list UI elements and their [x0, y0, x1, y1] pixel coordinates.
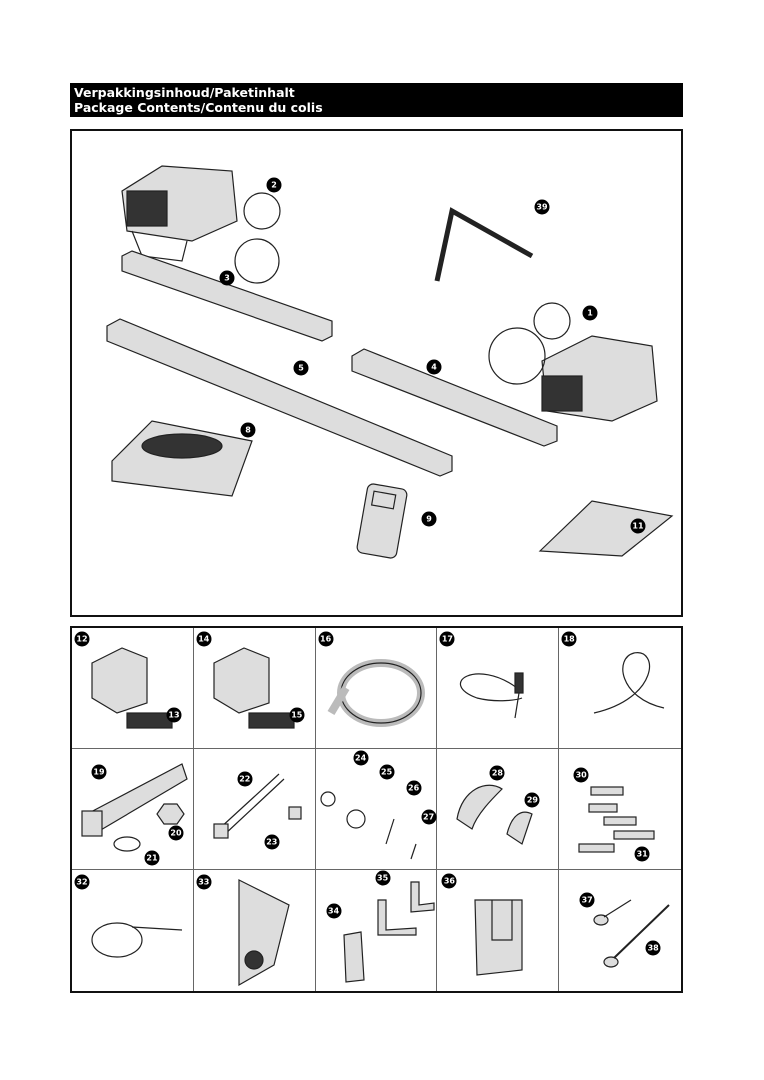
label-badge: 37 — [579, 892, 595, 908]
motor-unit-b-illustration — [121, 165, 281, 284]
main-components-box: 2 39 3 1 5 4 8 9 11 — [70, 129, 683, 617]
label-badge: 26 — [406, 780, 422, 796]
parts-cell-bracket-b: 14 15 — [193, 628, 316, 749]
remote-holder-illustration — [474, 899, 523, 976]
crank-rod-illustration — [434, 207, 534, 282]
label-badge: 32 — [74, 874, 90, 890]
ground-cable-illustration — [594, 652, 665, 714]
label-badge: 34 — [326, 903, 342, 919]
cable-lugs-illustration — [319, 791, 417, 860]
label-badge: 3 — [219, 270, 235, 286]
label-badge: 31 — [634, 846, 650, 862]
main-components-illustration — [106, 165, 674, 559]
label-badge: 16 — [318, 631, 334, 647]
screws-illustration — [593, 899, 670, 968]
parts-cell-bolt-set: 19 20 21 — [72, 749, 194, 870]
label-badge: 35 — [375, 870, 391, 886]
label-badge: 13 — [166, 707, 182, 723]
title-dutch-german: Verpakkingsinhoud/Paketinhalt — [74, 85, 295, 100]
label-badge: 30 — [573, 767, 589, 783]
label-badge: 25 — [379, 764, 395, 780]
mounting-bracket-illustration — [213, 647, 295, 729]
control-unit-illustration — [111, 420, 253, 497]
label-badge: 4 — [426, 359, 442, 375]
label-badge: 19 — [91, 764, 107, 780]
parts-cell-fused-cable: 17 — [437, 628, 560, 749]
long-bolt-illustration — [213, 773, 302, 839]
manual-illustration — [538, 500, 674, 557]
mounting-bracket-illustration — [91, 647, 173, 729]
label-badge: 1 — [582, 305, 598, 321]
crossbar-a-illustration — [351, 348, 558, 447]
label-badge: 5 — [293, 360, 309, 376]
corrugated-tube-illustration — [327, 659, 425, 727]
crossbar-b-illustration — [121, 250, 333, 342]
label-badge: 12 — [74, 631, 90, 647]
cable-tie-illustration — [91, 922, 183, 958]
label-badge: 15 — [289, 707, 305, 723]
parts-cell-tubes: 34 35 — [316, 870, 438, 991]
label-badge: 27 — [421, 809, 437, 825]
parts-cell-cable-tie: 32 — [72, 870, 194, 991]
label-badge: 18 — [561, 631, 577, 647]
label-badge: 36 — [441, 873, 457, 889]
label-badge: 9 — [421, 511, 437, 527]
cable-markers-illustration — [578, 786, 655, 853]
tube-sleeves-illustration — [342, 881, 435, 983]
label-badge: 2 — [266, 177, 282, 193]
remote-control-illustration — [356, 483, 408, 559]
label-badge: 8 — [240, 422, 256, 438]
label-badge: 21 — [144, 850, 160, 866]
parts-grid: 12 13 14 15 16 17 18 19 20 — [70, 626, 683, 993]
parts-cell-remote-holder: 36 — [437, 870, 560, 991]
label-badge: 33 — [196, 874, 212, 890]
parts-cell-conduit: 16 — [315, 628, 438, 749]
label-badge: 38 — [645, 940, 661, 956]
parts-cell-bracket-a: 12 13 — [72, 628, 194, 749]
label-badge: 28 — [489, 765, 505, 781]
bolt-nut-washer-illustration — [81, 763, 188, 852]
parts-cell-screws: 37 38 — [559, 870, 681, 991]
label-badge: 39 — [534, 199, 550, 215]
parts-cell-long-bolt: 22 23 — [193, 749, 316, 870]
isolator-switch-illustration — [238, 879, 290, 987]
cable-clamps-illustration — [456, 784, 534, 845]
label-badge: 29 — [524, 792, 540, 808]
parts-cell-isolator-switch: 33 — [194, 870, 316, 991]
long-crossbar-illustration — [106, 318, 453, 477]
label-badge: 24 — [353, 750, 369, 766]
title-english-french: Package Contents/Contenu du colis — [74, 100, 323, 115]
label-badge: 17 — [439, 631, 455, 647]
section-title-bar: Verpakkingsinhoud/Paketinhalt Package Co… — [70, 83, 683, 117]
label-badge: 14 — [196, 631, 212, 647]
label-badge: 11 — [630, 518, 646, 534]
label-badge: 20 — [168, 825, 184, 841]
parts-cell-clamps: 28 29 — [437, 749, 560, 870]
fused-cable-illustration — [460, 672, 524, 719]
label-badge: 22 — [237, 771, 253, 787]
parts-cell-cable-markers: 30 31 — [559, 749, 681, 870]
parts-cell-cable-lugs: 24 25 26 27 — [315, 749, 438, 870]
motor-unit-a-illustration — [488, 302, 658, 422]
parts-cell-ground-cable: 18 — [559, 628, 681, 749]
label-badge: 23 — [264, 834, 280, 850]
